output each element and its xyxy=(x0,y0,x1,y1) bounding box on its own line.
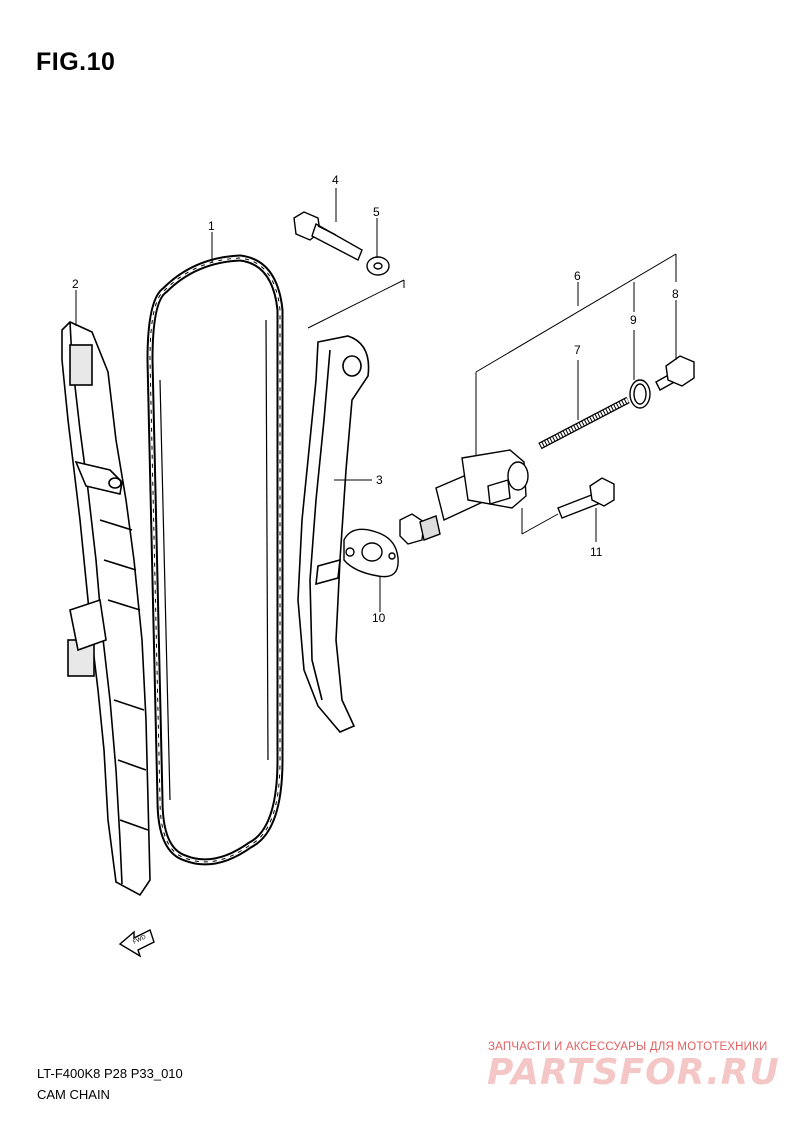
bolt-4 xyxy=(293,211,363,261)
callout-3: 3 xyxy=(376,473,383,487)
callout-6: 6 xyxy=(574,269,581,283)
cam-chain xyxy=(146,254,284,866)
plug-8 xyxy=(655,355,695,391)
spring-7 xyxy=(538,396,630,450)
callout-7: 7 xyxy=(574,343,581,357)
callout-10: 10 xyxy=(372,611,386,625)
chain-guide xyxy=(61,321,151,897)
leader-lines xyxy=(75,188,677,612)
figure-title: FIG.10 xyxy=(36,48,116,76)
watermark-tagline: ЗАПЧАСТИ И АКСЕССУАРЫ ДЛЯ МОТОТЕХНИКИ xyxy=(488,1041,768,1053)
callout-9: 9 xyxy=(630,313,637,327)
diagram-caption: CAM CHAIN xyxy=(37,1087,110,1102)
callout-1: 1 xyxy=(208,219,215,233)
chain-tensioner xyxy=(297,335,370,733)
callout-8: 8 xyxy=(672,287,679,301)
diagram-code: LT-F400K8 P28 P33_010 xyxy=(37,1066,183,1081)
fwd-arrow-icon: FWD xyxy=(118,929,155,958)
watermark-logo: PARTSFOR.RU xyxy=(487,1052,780,1093)
o-ring-9 xyxy=(629,379,651,409)
callout-5: 5 xyxy=(373,205,380,219)
tensioner-adjuster xyxy=(399,449,529,545)
callout-11: 11 xyxy=(590,545,603,559)
washer-5 xyxy=(366,256,390,276)
gasket-10 xyxy=(343,528,399,578)
callout-4: 4 xyxy=(332,173,339,187)
group-bracket xyxy=(307,253,677,535)
callout-2: 2 xyxy=(72,277,79,291)
fwd-label: FWD xyxy=(132,934,148,946)
bolt-11 xyxy=(557,477,615,519)
